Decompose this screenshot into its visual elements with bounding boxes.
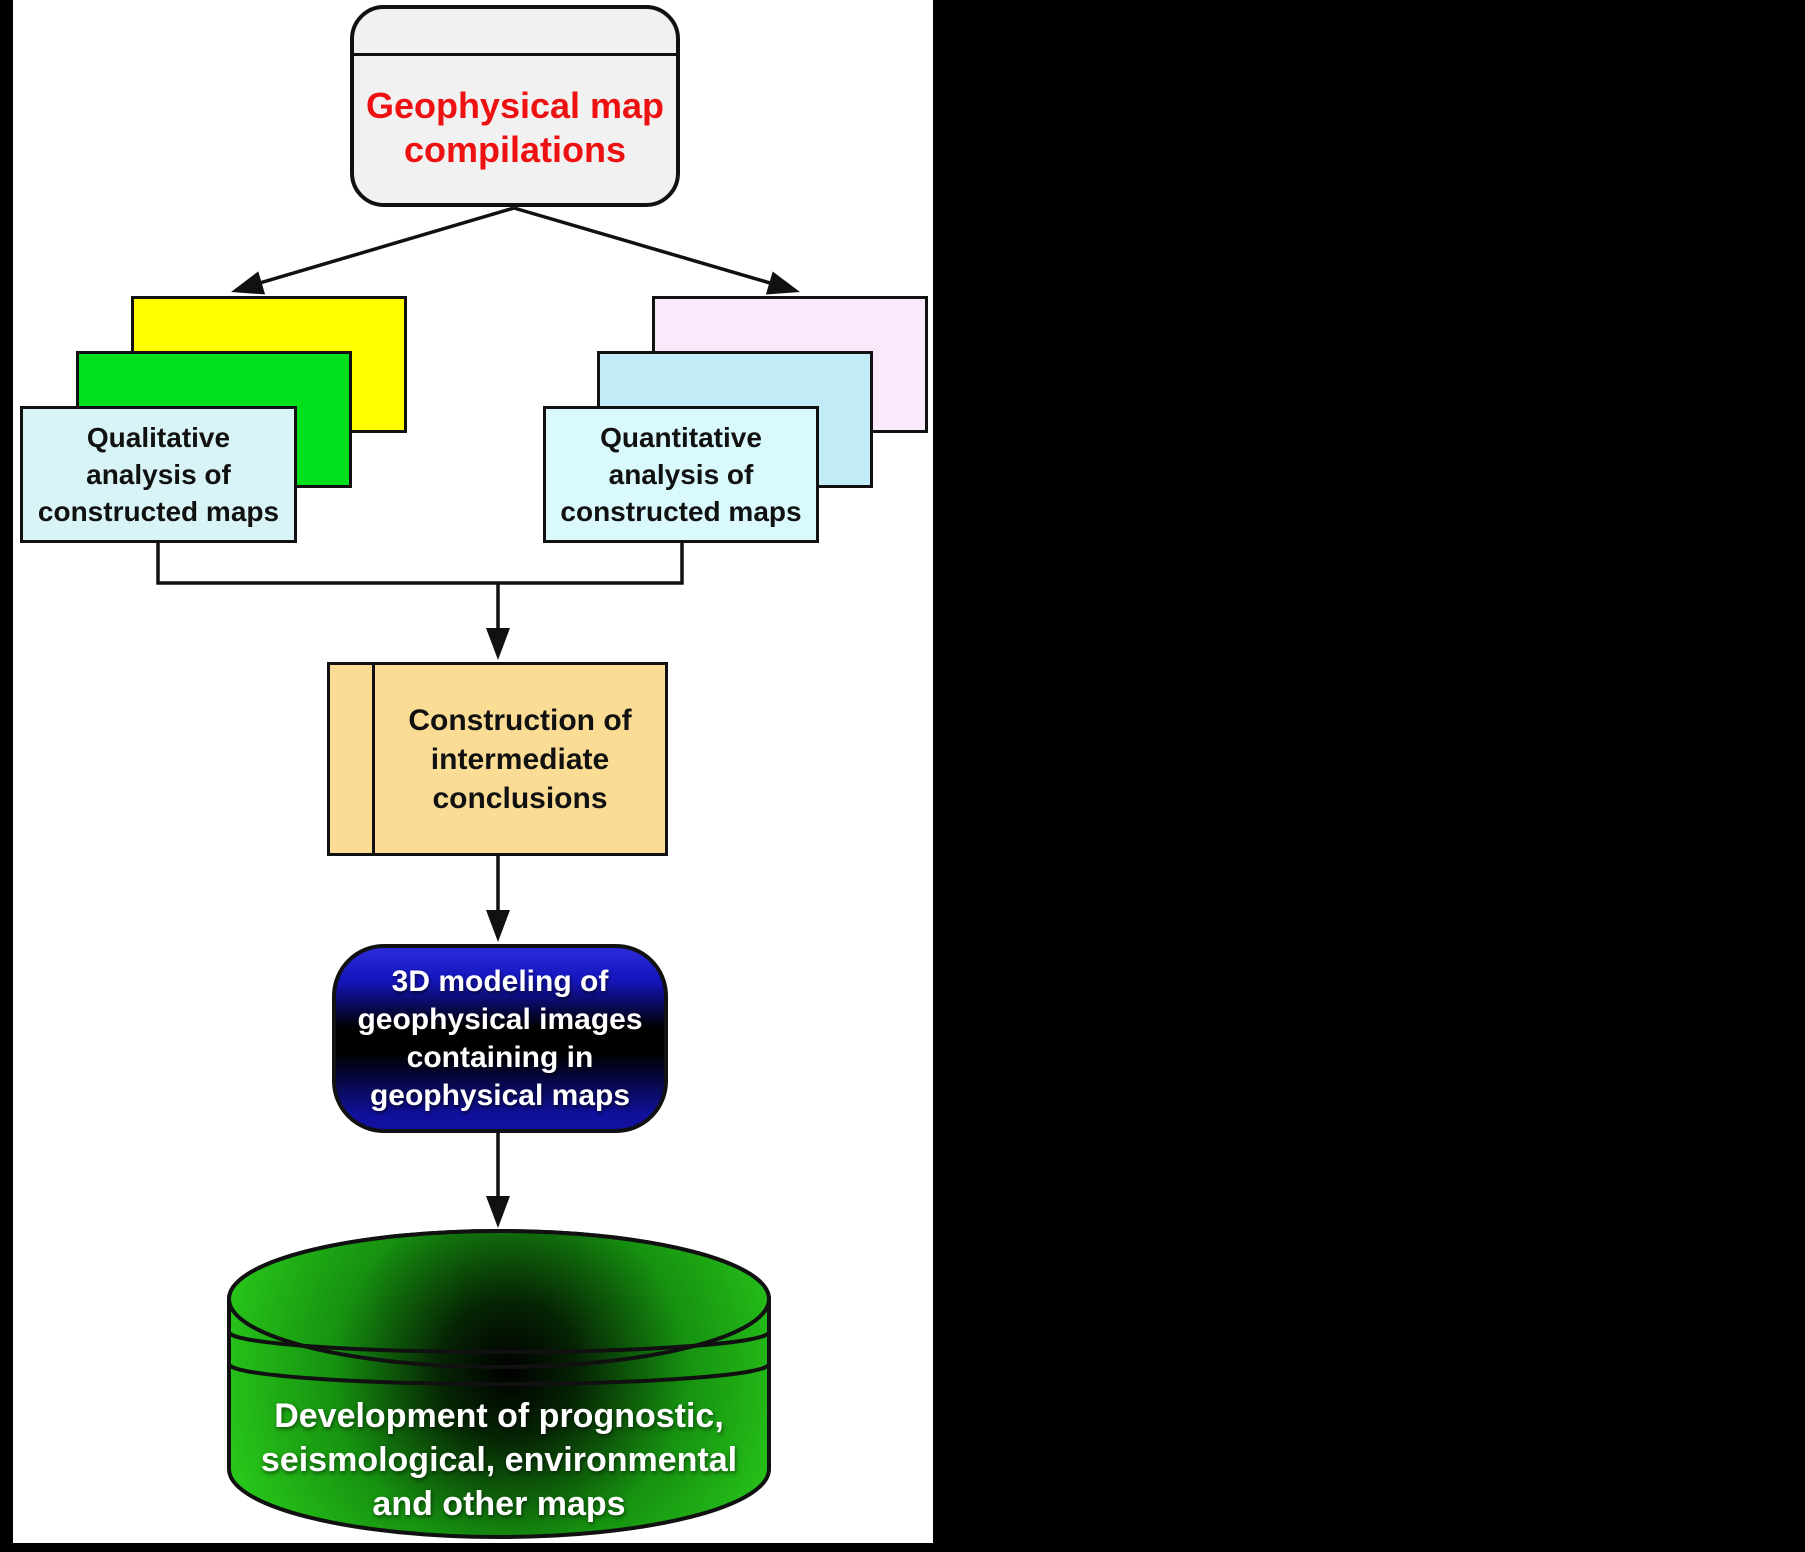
node-intermediate-conclusions: Construction of intermediate conclusions (327, 662, 668, 856)
node-label-line: geophysical images (357, 1002, 643, 1036)
node-label-line: intermediate (430, 742, 610, 776)
node-label-line: Development of prognostic, (274, 1397, 724, 1435)
node-label-line: geophysical maps (369, 1078, 631, 1112)
node-label-line: constructed maps (37, 496, 280, 527)
node-label-line: constructed maps (560, 496, 802, 527)
node-development-of-maps: Development of prognostic, seismological… (229, 1390, 769, 1530)
node-label-line: and other maps (372, 1485, 626, 1523)
node-3d-modeling: 3D modeling of geophysical images contai… (332, 944, 668, 1133)
node-label-line: conclusions (432, 781, 608, 815)
node-label-line: analysis of (608, 459, 754, 490)
node-label-line: analysis of (86, 459, 231, 490)
node-header-divider (354, 53, 676, 56)
node-label-line: compilations (403, 129, 627, 170)
node-geophysical-map-compilations: Geophysical map compilations (350, 5, 680, 207)
node-label-line: Construction of (408, 703, 632, 737)
node-label-line: Geophysical map (365, 85, 665, 126)
node-label-line: Qualitative (86, 422, 231, 453)
node-qualitative-analysis: Qualitative analysis of constructed maps (20, 406, 297, 543)
node-label-line: seismological, environmental (260, 1441, 738, 1479)
node-label-line: containing in (406, 1040, 594, 1074)
node-label-line: Quantitative (600, 422, 762, 453)
node-label-line: 3D modeling of (391, 964, 609, 998)
node-quantitative-analysis: Quantitative analysis of constructed map… (543, 406, 819, 543)
node-side-band (372, 665, 375, 853)
